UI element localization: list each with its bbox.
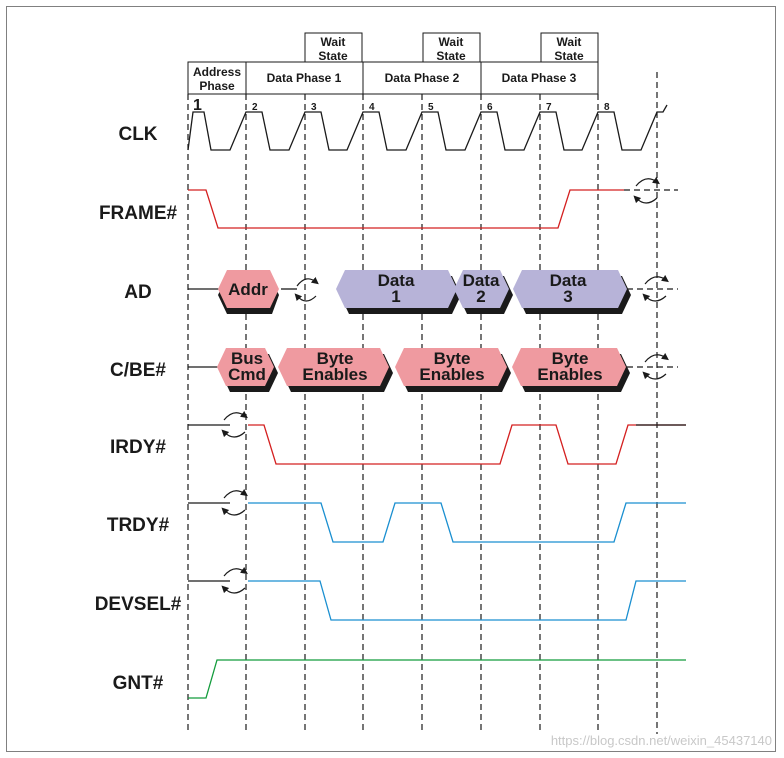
signal-label-irdy: IRDY# bbox=[110, 437, 166, 458]
cbe-cmd-label-2: Cmd bbox=[228, 365, 266, 384]
figure-border bbox=[6, 6, 776, 752]
wait-state-1-label-2: State bbox=[318, 49, 348, 63]
cbe-cmd-label-1: Bus bbox=[231, 349, 263, 368]
cbe-bus-cmd-segment: Bus Cmd bbox=[217, 348, 278, 392]
wait-state-3-box bbox=[540, 32, 599, 63]
address-phase-label-1: Address bbox=[193, 65, 241, 79]
signal-label-trdy: TRDY# bbox=[107, 515, 170, 536]
ad-data1-label-1: Data bbox=[378, 271, 415, 290]
wait-state-2-label-1: Wait bbox=[439, 35, 464, 49]
wait-state-1-label-1: Wait bbox=[321, 35, 346, 49]
ad-data1-segment: Data 1 bbox=[336, 270, 461, 314]
cbe-be3-label-2: Enables bbox=[537, 365, 602, 384]
wait-state-3-label-1: Wait bbox=[557, 35, 582, 49]
data-phase-2-label: Data Phase 2 bbox=[385, 71, 460, 85]
ad-data3-label-2: 3 bbox=[563, 287, 572, 306]
wait-state-1-box bbox=[304, 32, 363, 63]
clock-number-5: 5 bbox=[428, 102, 434, 113]
signal-label-devsel: DEVSEL# bbox=[95, 594, 182, 615]
clock-number-6: 6 bbox=[487, 102, 493, 113]
clock-number-2: 2 bbox=[252, 102, 258, 113]
data-phase-1-label: Data Phase 1 bbox=[267, 71, 342, 85]
clock-edge-guides bbox=[187, 72, 658, 734]
turnaround-icon-irdy bbox=[221, 410, 248, 438]
devsel-waveform bbox=[248, 580, 686, 621]
clock-number-1: 1 bbox=[193, 97, 202, 114]
frame-waveform bbox=[188, 189, 624, 229]
signal-label-frame: FRAME# bbox=[99, 203, 178, 224]
turnaround-icon-frame bbox=[633, 176, 660, 204]
clock-number-7: 7 bbox=[546, 102, 552, 113]
turnaround-indicators bbox=[221, 176, 669, 594]
irdy-waveform bbox=[248, 424, 686, 465]
gnt-waveform bbox=[188, 659, 686, 699]
clock-number-8: 8 bbox=[604, 102, 610, 113]
cbe-byte-enables-1-segment: Byte Enables bbox=[278, 348, 393, 392]
ad-data1-label-2: 1 bbox=[391, 287, 400, 306]
watermark-text: https://blog.csdn.net/weixin_45437140 bbox=[551, 733, 772, 748]
cbe-be2-label-1: Byte bbox=[434, 349, 471, 368]
ad-data2-segment: Data 2 bbox=[454, 270, 513, 314]
signal-label-gnt: GNT# bbox=[113, 673, 164, 694]
signal-label-cbe: C/BE# bbox=[110, 360, 166, 381]
clk-waveform bbox=[187, 104, 668, 151]
ad-data3-segment: Data 3 bbox=[513, 270, 631, 314]
turnaround-icon-trdy bbox=[221, 488, 248, 516]
data-phase-3-label: Data Phase 3 bbox=[502, 71, 577, 85]
turnaround-icon-ad-right bbox=[642, 274, 669, 302]
cbe-be2-label-2: Enables bbox=[419, 365, 484, 384]
signal-label-ad: AD bbox=[124, 282, 151, 303]
wait-state-2-label-2: State bbox=[436, 49, 466, 63]
ad-addr-label: Addr bbox=[228, 280, 268, 299]
trdy-waveform bbox=[248, 502, 686, 543]
clock-number-4: 4 bbox=[369, 102, 375, 113]
signal-label-clk: CLK bbox=[118, 124, 157, 145]
cbe-be1-label-1: Byte bbox=[317, 349, 354, 368]
ad-data3-label-1: Data bbox=[550, 271, 587, 290]
address-phase-label-2: Phase bbox=[199, 79, 235, 93]
turnaround-icon-devsel bbox=[221, 566, 248, 594]
cbe-be3-label-1: Byte bbox=[552, 349, 589, 368]
turnaround-icon-cbe-right bbox=[642, 352, 669, 380]
cbe-byte-enables-2-segment: Byte Enables bbox=[395, 348, 511, 392]
wait-state-3-label-2: State bbox=[554, 49, 584, 63]
ad-data2-label-1: Data bbox=[463, 271, 500, 290]
cbe-byte-enables-3-segment: Byte Enables bbox=[512, 348, 630, 392]
ad-data2-label-2: 2 bbox=[476, 287, 485, 306]
clock-number-3: 3 bbox=[311, 102, 317, 113]
turnaround-icon-ad-left bbox=[294, 276, 319, 302]
cbe-be1-label-2: Enables bbox=[302, 365, 367, 384]
ad-addr-segment: Addr bbox=[218, 270, 279, 314]
wait-state-2-box bbox=[422, 32, 481, 63]
